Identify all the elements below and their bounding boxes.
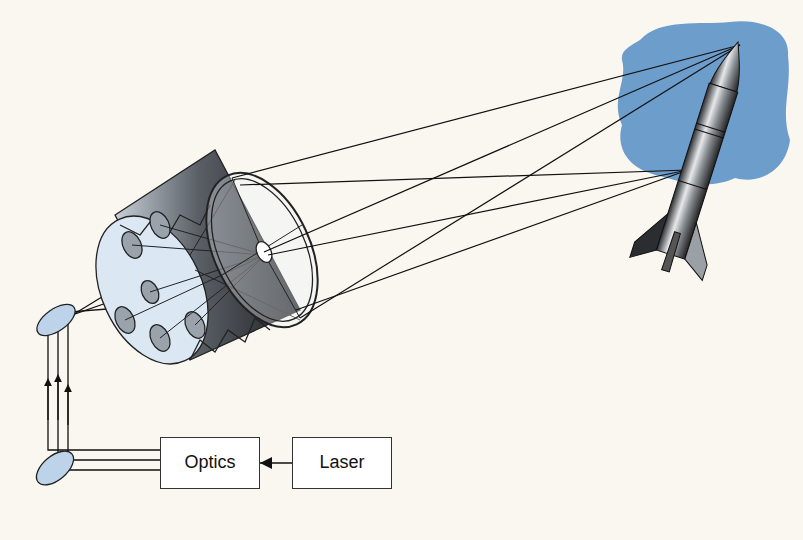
beam-to-target: [232, 45, 740, 318]
box-label: Laser: [319, 452, 364, 474]
process-box: Optics: [160, 437, 260, 489]
box-label: Optics: [184, 452, 235, 474]
lower-mirror: [30, 445, 79, 492]
process-box: Laser: [292, 437, 392, 489]
upper-mirror: [32, 298, 81, 341]
missile: [629, 31, 774, 283]
beam-director: [74, 150, 340, 382]
signal-arrow: [260, 462, 292, 464]
